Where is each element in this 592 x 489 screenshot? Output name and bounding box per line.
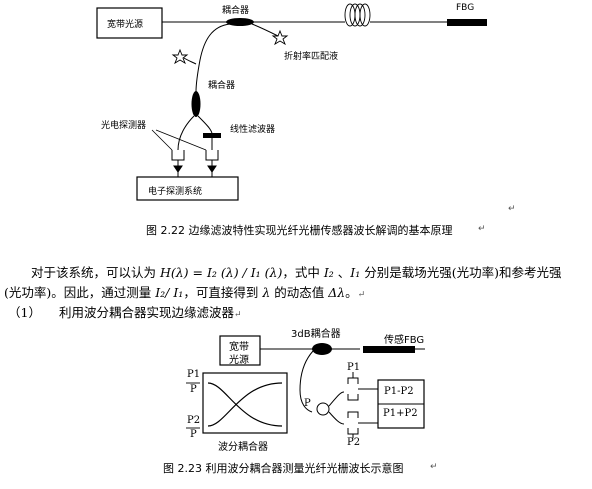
detector-top <box>347 372 378 401</box>
mid-coupler-shape <box>191 91 201 117</box>
text-run: 分别是载场光强(光功率)和参考光强 <box>360 265 562 280</box>
section-title: 利用波分耦合器实现边缘滤波器 <box>58 305 234 320</box>
text-run: ，可直接得到 <box>183 285 263 300</box>
paragraph-line-2: (光功率)。因此，通过测量 I₂/ I₁，可直接得到 λ 的动态值 Δλ。↵ <box>4 282 365 301</box>
photodetector-left <box>171 150 185 177</box>
paragraph-line-1: 对于该系统，可以认为 H(λ) = I₂ (λ) / I₁ (λ)，式中 I₂ … <box>31 262 561 281</box>
sensing-fbg-label: 传感FBG <box>384 335 425 346</box>
symbol-i2: I₂ <box>323 265 334 280</box>
symbol-lambda: λ <box>262 285 271 300</box>
text-run: 对于该系统，可以认为 <box>31 265 160 280</box>
p1-numerator: P1 <box>187 369 201 380</box>
return-mark: ↵ <box>478 224 486 234</box>
p1-denominator: P <box>190 384 197 395</box>
p2-denominator: P <box>190 429 197 440</box>
return-mark: ↵ <box>357 290 366 300</box>
section-heading: （1） 利用波分耦合器实现边缘滤波器↵ <box>8 302 242 321</box>
return-mark: ↵ <box>233 310 242 320</box>
coupler-3db-shape <box>312 343 332 355</box>
source2-box <box>219 335 261 366</box>
photodetector-right <box>205 150 219 177</box>
photodetector-label: 光电探测器 <box>101 121 147 131</box>
index-matching-star <box>271 29 289 46</box>
symbol-ratio: I₂/ I₁ <box>155 285 184 300</box>
linear-filter-shape <box>203 133 221 138</box>
ratio-formula: H(λ) = I₂ (λ) / I₁ (λ) <box>159 265 283 280</box>
fbg-grating <box>447 19 487 26</box>
p-circle <box>316 402 330 416</box>
section-number: （1） <box>8 305 41 320</box>
p2-numerator: P2 <box>187 415 201 426</box>
p-label: P <box>304 398 311 409</box>
top-coupler-label: 耦合器 <box>222 6 250 16</box>
symbol-i1: I₁ <box>350 265 361 280</box>
broadband-source-box <box>96 7 163 39</box>
text-run: 、 <box>333 265 351 280</box>
text-run: ，式中 <box>282 265 324 280</box>
mid-coupler-label: 耦合器 <box>208 81 236 91</box>
termination-star <box>171 48 189 65</box>
bottom-p2-label: P2 <box>347 437 361 448</box>
fbg-label: FBG <box>456 3 475 13</box>
text-run: 的动态值 <box>270 285 329 300</box>
symbol-delta-lambda: Δλ <box>328 285 346 300</box>
figure2-caption: 图 2.23 利用波分耦合器测量光纤光栅波长示意图 <box>163 462 404 475</box>
coupler-3db-label: 3dB耦合器 <box>291 329 341 340</box>
detector-bottom <box>347 411 378 438</box>
index-matching-label: 折射率匹配液 <box>284 52 339 62</box>
electronic-system-box <box>136 176 239 201</box>
figure1-caption: 图 2.22 边缘滤波特性实现光纤光栅传感器波长解调的基本原理 <box>146 224 453 237</box>
text-run: 。 <box>345 285 358 300</box>
sum-label: P1+P2 <box>383 408 418 419</box>
return-mark: ↵ <box>508 204 516 214</box>
top-coupler-shape <box>226 18 254 26</box>
sensing-fbg-shape <box>363 346 415 353</box>
broadband-source-label: 宽带光源 <box>107 20 144 30</box>
diff-label: P1-P2 <box>384 386 414 397</box>
linear-filter-label: 线性滤波器 <box>230 125 276 135</box>
electronic-system-label: 电子探测系统 <box>148 187 203 197</box>
top-p1-label: P1 <box>347 362 361 373</box>
return-mark: ↵ <box>430 462 438 472</box>
fiber-coil <box>344 3 371 27</box>
wdm-label: 波分耦合器 <box>218 442 268 453</box>
text-run: (光功率)。因此，通过测量 <box>4 285 156 300</box>
source2-label-line1: 宽带 <box>229 342 249 353</box>
wdm-curve-2 <box>207 382 283 427</box>
source2-label-line2: 光源 <box>229 355 249 366</box>
